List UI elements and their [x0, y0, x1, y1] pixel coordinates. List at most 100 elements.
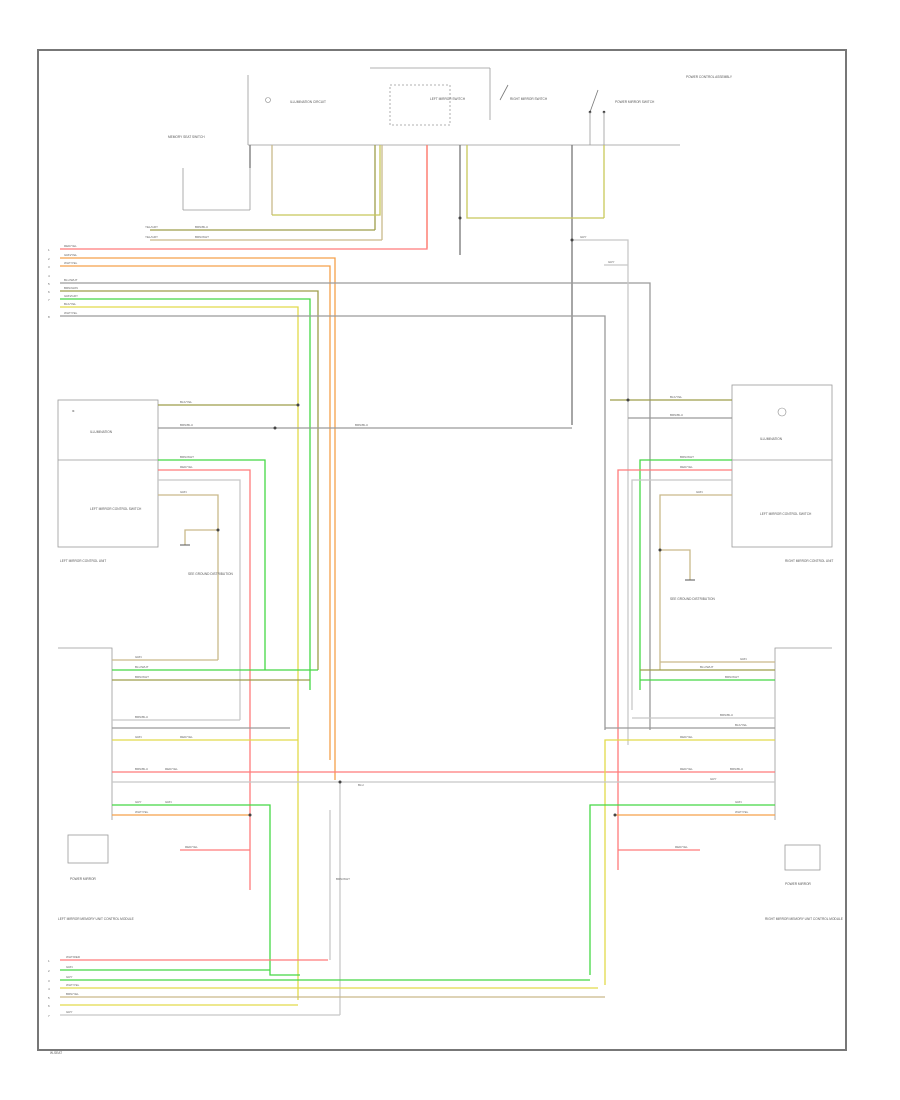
- center-label-brn-blu: BRN/BLU: [355, 423, 368, 427]
- harness-pin-2: 2: [48, 257, 50, 261]
- left-module-label-11: WHT/YEL: [135, 810, 149, 814]
- right-power-mirror-label: POWER MIRROR: [785, 882, 812, 886]
- right-mirror-control-unit-label: RIGHT MIRROR CONTROL UNIT: [785, 559, 833, 563]
- left-switch-label-5: GRN: [180, 490, 187, 494]
- harness-label-2: GRN/YEL: [64, 253, 78, 257]
- left-module-label-1: GRN: [135, 655, 142, 659]
- harness-top-color-2: BRN/WHT: [195, 235, 209, 239]
- right-illum-bulb-icon: [777, 407, 787, 417]
- harness-top-color-1: BRN/BLU: [195, 225, 208, 229]
- right-module-label-11: WHT/YEL: [735, 810, 749, 814]
- bottom-label-2: GRN: [66, 965, 73, 969]
- top-loops: YEL/GRY YEL/GRY BRN/BLU BRN/WHT: [145, 145, 604, 241]
- right-mirror-control-switch: ILLUMINATION LEFT MIRROR CONTROL SWITCH …: [610, 384, 833, 870]
- right-module-label-1: GRN: [740, 657, 747, 661]
- left-power-mirror-box: [67, 834, 109, 864]
- left-mirror-control-switch: ⊗ ILLUMINATION LEFT MIRROR CONTROL SWITC…: [57, 399, 572, 890]
- right-switch-label-2: BRN/BLU: [670, 413, 683, 417]
- right-module-label-4: BRN/BLU: [720, 713, 733, 717]
- right-module-label-3: BRN/WHT: [725, 675, 739, 679]
- bottom-label-4: WHT/YEL: [66, 983, 80, 987]
- left-module-label-9: GRY: [135, 800, 141, 804]
- harness-label-1: RED/YEL: [64, 244, 77, 248]
- harness-label-6: GRN/GRY: [64, 294, 78, 298]
- center-label-brn-wht: BRN/WHT: [336, 877, 350, 881]
- harness-pin-6: 6: [48, 290, 50, 294]
- harness-top-label-2: YEL/GRY: [145, 235, 158, 239]
- left-module-label-2: BLU/WHT: [135, 665, 149, 669]
- bottom-label-3: GRY: [66, 975, 72, 979]
- main-harness: 1 2 3 4 5 6 7 8 RED/YEL GRN/YEL WHT/YEL …: [48, 145, 651, 1000]
- left-module-label-8: RED/YEL: [165, 767, 178, 771]
- splice-points: [216, 216, 662, 817]
- right-switch-box: [731, 384, 833, 548]
- harness-label-3: WHT/YEL: [64, 261, 78, 265]
- left-illum-bulb-icon: ⊗: [72, 409, 75, 413]
- left-memory-unit-label: LEFT MIRROR MEMORY UNIT CONTROL MODULE: [58, 917, 134, 921]
- right-module-label-9: GRY: [710, 777, 716, 781]
- bottom-pin-5: 5: [48, 996, 50, 1000]
- power-switch-contact: [589, 89, 599, 113]
- left-switch-label-4: RED/YEL: [180, 465, 193, 469]
- right-switch-label-1: BLK/YEL: [670, 395, 683, 399]
- bottom-pin-2: 2: [48, 969, 50, 973]
- memory-seat-label: MEMORY SEAT SWITCH: [168, 135, 205, 139]
- harness-label-4: BLU/WHT: [64, 278, 78, 282]
- right-ground-label: SEE GROUND DISTRIBUTION: [670, 597, 716, 601]
- right-switch-label-5: GRN: [696, 490, 703, 494]
- bottom-label-1: WHT/RED: [66, 955, 81, 959]
- right-switch-label-4: RED/YEL: [680, 465, 693, 469]
- left-mirror-switch-label: LEFT MIRROR SWITCH: [430, 97, 466, 101]
- left-module-label-12: RED/YEL: [185, 845, 198, 849]
- bottom-pin-1: 1: [48, 959, 50, 963]
- left-module-label-4: BRN/BLU: [135, 715, 148, 719]
- right-module-label-5: BLK/YEL: [735, 723, 748, 727]
- right-memory-unit-label: RIGHT MIRROR MEMORY UNIT CONTROL MODULE: [765, 917, 843, 921]
- left-module-label-7: BRN/BLU: [135, 767, 148, 771]
- harness-pin-3: 3: [48, 265, 50, 269]
- mirror-select-switch-box: [389, 84, 451, 126]
- right-module-label-8: RED/YEL: [680, 767, 693, 771]
- right-power-mirror-box: [784, 844, 821, 871]
- bottom-pin-3: 3: [48, 979, 50, 983]
- left-module-label-5: GRN: [135, 735, 142, 739]
- left-switch-label-3: BRN/WHT: [180, 455, 194, 459]
- right-memory-unit: RIGHT MIRROR MEMORY UNIT CONTROL MODULE …: [340, 647, 843, 985]
- bottom-label-5: BRN/YEL: [66, 992, 79, 996]
- right-mirror-control-switch-label: LEFT MIRROR CONTROL SWITCH: [760, 512, 812, 516]
- right-module-label-12: RED/YEL: [675, 845, 688, 849]
- diagram-frame: [37, 49, 847, 1051]
- left-memory-unit: LEFT MIRROR MEMORY UNIT CONTROL MODULE P…: [58, 647, 615, 976]
- right-illumination-label: ILLUMINATION: [760, 437, 783, 441]
- harness-pin-5: 5: [48, 282, 50, 286]
- center-label-gry: GRY: [580, 235, 586, 239]
- bottom-pin-7: 7: [48, 1014, 50, 1018]
- center-downlink: BLU BRN/WHT: [329, 782, 364, 1015]
- power-control-assembly-label: POWER CONTROL ASSEMBLY: [686, 75, 733, 79]
- bottom-harness: 1 2 3 4 5 6 7 WHT/RED GRN GRY WHT/YEL BR…: [48, 955, 605, 1018]
- center-label-blu: BLU: [358, 783, 364, 787]
- left-ground-label: SEE GROUND DISTRIBUTION: [188, 572, 234, 576]
- left-module-label-10: GRN: [165, 800, 172, 804]
- harness-pin-8: 8: [48, 315, 50, 319]
- top-switch-assembly: ILLUMINATION CIRCUIT LEFT MIRROR SWITCH …: [247, 67, 733, 146]
- left-mirror-control-switch-label: LEFT MIRROR CONTROL SWITCH: [90, 507, 142, 511]
- harness-top-label-1: YEL/GRY: [145, 225, 158, 229]
- left-switch-label-2: BRN/BLU: [180, 423, 193, 427]
- right-switch-label-3: BRN/WHT: [680, 455, 694, 459]
- harness-pin-4: 4: [48, 274, 50, 278]
- harness-label-7: BLK/YEL: [64, 302, 77, 306]
- right-mirror-switch-label: RIGHT MIRROR SWITCH: [510, 97, 548, 101]
- power-mirror-switch-label: POWER MIRROR SWITCH: [615, 100, 655, 104]
- left-illumination-label: ILLUMINATION: [90, 430, 113, 434]
- left-mirror-control-unit-label: LEFT MIRROR CONTROL UNIT: [60, 559, 106, 563]
- illumination-bulb-icon: [265, 97, 271, 103]
- left-power-mirror-label: POWER MIRROR: [70, 877, 97, 881]
- bottom-label-6: GRY: [66, 1010, 72, 1014]
- harness-label-5: BRN/GRN: [64, 286, 78, 290]
- right-module-label-6: RED/YEL: [680, 735, 693, 739]
- left-module-label-3: BRN/WHT: [135, 675, 149, 679]
- center-label-gry-2: GRY: [608, 260, 614, 264]
- right-module-label-7: BRN/BLU: [730, 767, 743, 771]
